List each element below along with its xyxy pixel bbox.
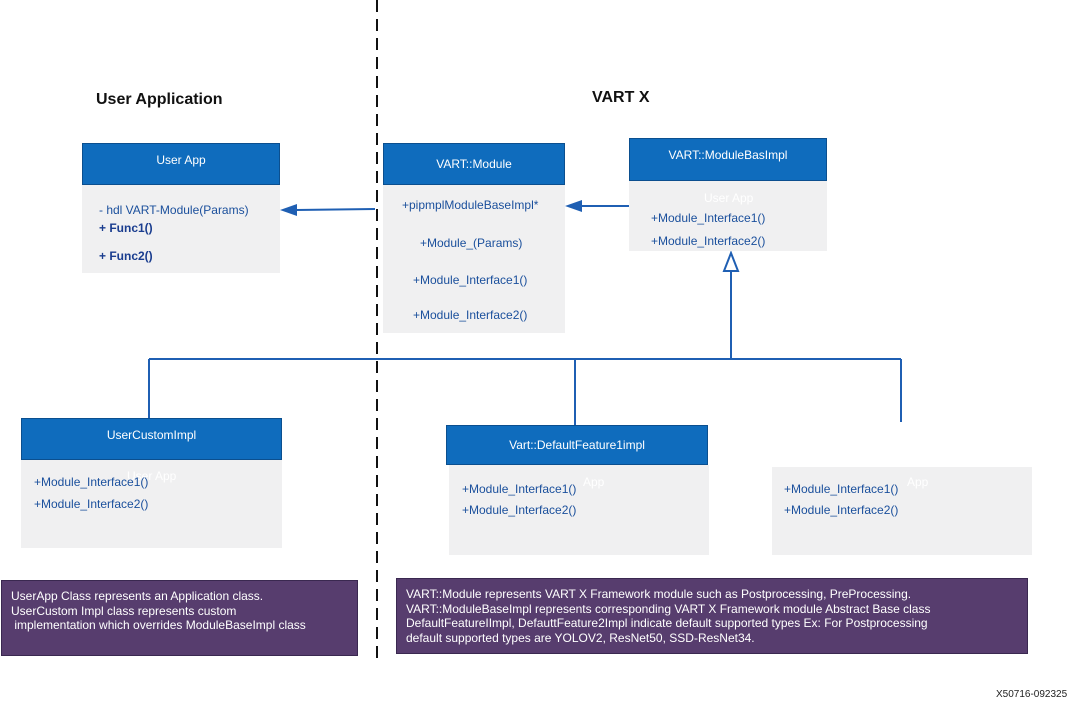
note-line: implementation which overrides ModuleBas… xyxy=(11,618,306,632)
class-body-user-app xyxy=(82,185,280,273)
association-arrowhead-module xyxy=(565,200,582,212)
class-body-module-base-impl xyxy=(629,181,827,251)
member-interface2: +Module_Interface2() xyxy=(413,308,528,322)
ghost-label-default-feature1: App xyxy=(583,475,605,489)
inheritance-triangle xyxy=(722,250,740,272)
class-body-default-feature1 xyxy=(449,465,709,555)
class-body-vart-module xyxy=(383,185,565,333)
ghost-label-user-custom: User App xyxy=(127,469,177,483)
note-line: UserCustom Impl class represents custom xyxy=(11,603,237,618)
note-line: UserApp Class represents an Application … xyxy=(11,589,264,603)
note-line: DefaultFeatureIImpl, DefauttFeature2Impl… xyxy=(406,616,928,630)
member-func2: + Func2() xyxy=(99,249,153,263)
note-line: VART::Module represents VART X Framework… xyxy=(406,587,912,601)
member-pimpl: +pipmplModuleBaseImpl* xyxy=(402,198,539,212)
member-module-params: +Module_(Params) xyxy=(420,236,523,250)
note-line: VART::ModuleBaseImpl represents correspo… xyxy=(406,601,931,616)
note-line: default supported types are YOLOV2, ResN… xyxy=(406,630,755,645)
class-header-default-feature1: Vart::DefaultFeature1impl xyxy=(446,425,708,465)
member-interface1: +Module_Interface1() xyxy=(34,475,149,489)
note-user-application: UserApp Class represents an Application … xyxy=(1,580,358,656)
member-func1: + Func1() xyxy=(99,221,153,235)
member-interface1: +Module_Interface1() xyxy=(651,211,766,225)
member-interface2: +Module_Interface2() xyxy=(462,503,577,517)
note-vart-x: VART::Module represents VART X Framework… xyxy=(396,578,1028,654)
class-header-module-base-impl: VART::ModuleBasImpl xyxy=(629,138,827,181)
member-interface1: +Module_Interface1() xyxy=(413,273,528,287)
member-hdl-module: - hdl VART-Module(Params) xyxy=(99,203,249,217)
figure-id: X50716-092325 xyxy=(996,689,1068,700)
class-header-user-custom-impl: UserCustomImpl xyxy=(21,418,282,460)
ghost-label-unnamed: App xyxy=(907,475,929,489)
member-interface2: +Module_Interface2() xyxy=(784,503,899,517)
section-title-vart-x: VART X xyxy=(592,89,650,106)
class-body-user-custom-impl xyxy=(21,460,282,548)
class-body-unnamed-impl xyxy=(772,467,1032,555)
association-line-module-to-userapp xyxy=(295,208,376,211)
member-interface2: +Module_Interface2() xyxy=(34,497,149,511)
association-arrowhead-userapp xyxy=(280,204,297,216)
section-title-user-application: User Application xyxy=(96,91,223,108)
member-interface1: +Module_Interface1() xyxy=(462,482,577,496)
member-interface2: +Module_Interface2() xyxy=(651,234,766,248)
class-header-user-app: User App xyxy=(82,143,280,185)
ghost-label-base-impl: User App xyxy=(704,191,754,205)
class-header-vart-module: VART::Module xyxy=(383,143,565,185)
member-interface1: +Module_Interface1() xyxy=(784,482,899,496)
